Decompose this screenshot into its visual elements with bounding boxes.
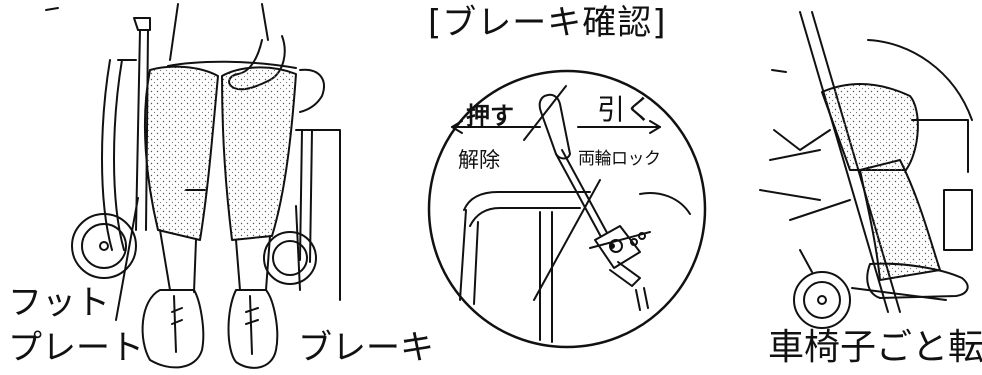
brake-detail-circle (427, 69, 707, 349)
tip-over-label: 車椅子ごと転倒 (768, 327, 982, 368)
diagram-title: [ブレーキ確認] (428, 3, 667, 43)
lock-both-wheels-label: 両輪ロック (578, 149, 661, 169)
release-label: 解除 (458, 148, 500, 172)
foot-plate-label-line2: プレート (8, 328, 144, 368)
push-label: 押す (466, 102, 514, 130)
wheelchair-tip-over-view (759, 11, 973, 329)
pull-label: 引く (597, 93, 654, 126)
foot-plate-label-line1: フット (8, 283, 110, 323)
wheelchair-front-view (45, 3, 341, 369)
brake-label: ブレーキ (298, 328, 434, 368)
